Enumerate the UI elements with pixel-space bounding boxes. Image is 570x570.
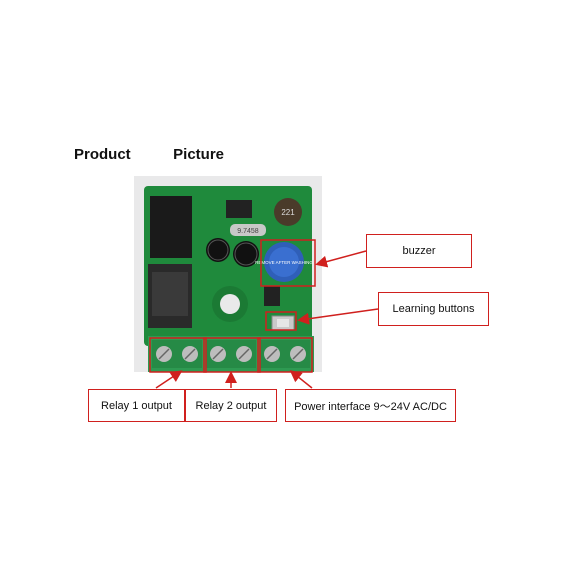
ic-chip-2-icon [264, 286, 280, 306]
power-interface-label: Power interface 9～24V AC/DC [285, 389, 456, 422]
relay2-label: Relay 2 output [185, 389, 277, 422]
learning-arrow [297, 308, 379, 325]
screw-terminals [152, 340, 310, 368]
page-title: Product Picture [74, 146, 225, 163]
inductor-text: 221 [281, 208, 295, 217]
relay1-label: Relay 1 output [88, 389, 185, 422]
mounting-hole [220, 294, 240, 314]
power-arrow [289, 370, 313, 389]
ic-chip-icon [226, 200, 252, 218]
crystal-icon [230, 224, 266, 236]
learning-buttons-label: Learning buttons [378, 292, 489, 326]
crystal-text: 9.7458 [237, 228, 259, 235]
pcb-board-illustration: 9.7458 221 REMOVE AFTER WASHING [144, 186, 314, 372]
relay2-highlight [203, 337, 261, 373]
inductor-icon [274, 198, 302, 226]
buzzer-text: REMOVE AFTER WASHING [255, 260, 313, 265]
buzzer-highlight [260, 239, 316, 287]
relay-1-icon [150, 196, 192, 258]
relay1-highlight [149, 337, 207, 373]
product-photo: 9.7458 221 REMOVE AFTER WASHING [134, 176, 322, 372]
capacitor-2-icon [233, 241, 259, 267]
relay-2-label-icon [152, 272, 188, 316]
buzzer-arrow [315, 250, 367, 268]
power-highlight [257, 337, 313, 373]
capacitor-1-icon [206, 238, 230, 262]
learning-highlight [265, 311, 297, 331]
buzzer-label: buzzer [366, 234, 472, 268]
relay1-arrow [155, 370, 183, 389]
